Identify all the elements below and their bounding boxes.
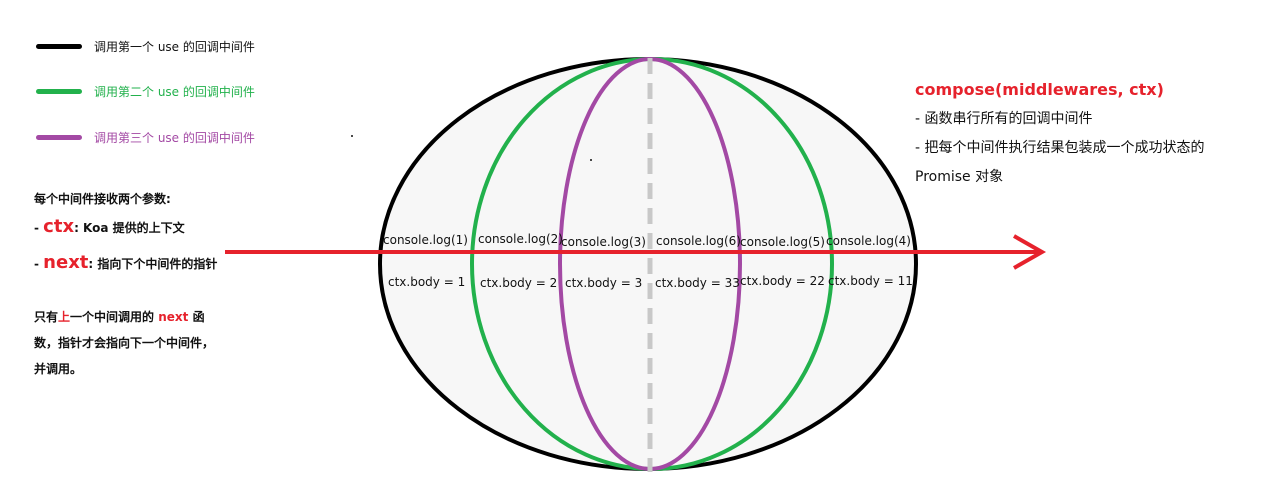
legend-item-third: 调用第三个 use 的回调中间件 [36, 129, 255, 146]
compose-title: compose(middlewares, ctx) [915, 80, 1164, 99]
compose-item-2: - 把每个中间件执行结果包装成一个成功状态的 [915, 140, 1205, 156]
compose-item-3: Promise 对象 [915, 169, 1004, 185]
note-line-3: 并调用。 [34, 362, 83, 376]
explain-heading: 每个中间件接收两个参数: [34, 192, 171, 206]
log-label-5: console.log(5) [740, 235, 825, 249]
body-label-33: ctx.body = 33 [655, 276, 740, 290]
log-label-6: console.log(6) [656, 234, 741, 248]
body-label-3: ctx.body = 3 [565, 276, 642, 290]
note-text-3: 函 [188, 310, 205, 324]
next-prefix: - [34, 257, 44, 271]
body-label-22: ctx.body = 22 [740, 274, 825, 288]
compose-item-1: - 函数串行所有的回调中间件 [915, 111, 1093, 127]
legend-item-second: 调用第二个 use 的回调中间件 [36, 83, 255, 100]
legend-line-green [36, 89, 82, 94]
log-label-1: console.log(1) [383, 233, 468, 247]
body-label-2: ctx.body = 2 [480, 276, 557, 290]
legend-label-first: 调用第一个 use 的回调中间件 [94, 40, 255, 54]
note-text-2: 一个中间调用的 [70, 310, 159, 324]
note-line-1: 只有上一个中间调用的 next 函 [34, 308, 205, 325]
stray-dot-1 [351, 135, 353, 137]
legend-label-second: 调用第二个 use 的回调中间件 [94, 85, 255, 99]
next-keyword: next [43, 252, 89, 273]
body-label-11: ctx.body = 11 [828, 274, 913, 288]
note-highlight-up: 上 [58, 310, 71, 324]
legend-item-first: 调用第一个 use 的回调中间件 [36, 38, 255, 55]
explain-ctx-line: - ctx: Koa 提供的上下文 [34, 216, 185, 237]
note-text-1: 只有 [34, 310, 59, 324]
legend-line-black [36, 44, 82, 49]
note-line-2: 数，指针才会指向下一个中间件， [34, 336, 215, 350]
ctx-prefix: - [34, 221, 44, 235]
ctx-description: : Koa 提供的上下文 [74, 221, 185, 235]
log-label-3: console.log(3) [561, 235, 646, 249]
legend-label-third: 调用第三个 use 的回调中间件 [94, 131, 255, 145]
explain-next-line: - next: 指向下个中间件的指针 [34, 252, 217, 273]
legend-line-purple [36, 135, 82, 140]
next-description: : 指向下个中间件的指针 [88, 257, 218, 271]
log-label-4: console.log(4) [826, 234, 911, 248]
flow-arrow-head [1013, 234, 1047, 270]
log-label-2: console.log(2) [478, 232, 563, 246]
body-label-1: ctx.body = 1 [388, 275, 465, 289]
note-highlight-next: next [158, 310, 189, 324]
ctx-keyword: ctx [43, 216, 75, 237]
stray-dot-2 [590, 159, 592, 161]
